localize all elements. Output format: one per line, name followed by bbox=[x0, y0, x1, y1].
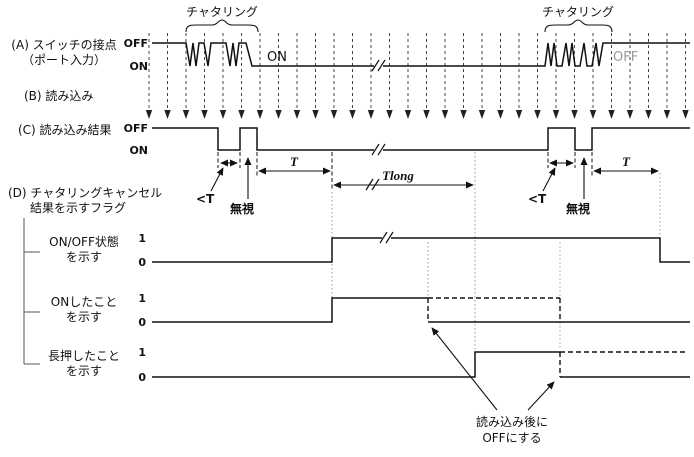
signal-off-text: OFF bbox=[613, 50, 638, 65]
break-a-1 bbox=[371, 59, 380, 72]
flag1-label-line2: を示す bbox=[66, 250, 102, 264]
break-c-2 bbox=[377, 143, 386, 156]
lt-left-label: <T bbox=[196, 192, 215, 206]
break-flag1-1 bbox=[379, 231, 388, 244]
flag3-label-line1: 長押したこと bbox=[48, 349, 120, 363]
break-flag1-2 bbox=[385, 231, 394, 244]
annotation-line1: 読み込み後に bbox=[476, 414, 548, 429]
flag3-waveform-dashed bbox=[559, 351, 688, 377]
sampling-lines bbox=[148, 33, 686, 110]
flag2-label-line1: ONしたこと bbox=[51, 295, 117, 309]
flag2-label-line2: を示す bbox=[66, 310, 102, 324]
lt-left-pointer bbox=[210, 167, 224, 192]
annotation-arrow-flag2 bbox=[431, 327, 498, 411]
flag3-waveform bbox=[152, 351, 690, 378]
signal-on-text: ON bbox=[267, 50, 287, 65]
flag3-zero-level: 0 bbox=[138, 371, 146, 384]
row-d-label-line2: 結果を示すフラグ bbox=[30, 201, 126, 215]
row-c-label: (C) 読み込み結果 bbox=[18, 122, 112, 137]
flag2-waveform-dashed bbox=[427, 297, 561, 322]
flag2-waveform bbox=[152, 297, 690, 323]
flag3-one-level: 1 bbox=[138, 346, 146, 359]
flag1-label-line1: ON/OFF状態 bbox=[49, 234, 119, 249]
flag2-zero-level: 0 bbox=[138, 316, 146, 329]
c-off-level: OFF bbox=[124, 122, 148, 135]
row-a-label-line2: （ポート入力） bbox=[22, 53, 106, 67]
ignore-left-label: 無視 bbox=[230, 201, 254, 216]
chattering-label-left: チャタリング bbox=[186, 5, 258, 19]
c-on-level: ON bbox=[129, 144, 148, 157]
extension-lines bbox=[217, 152, 593, 190]
annotation-line2: OFFにする bbox=[482, 431, 541, 445]
flag-group-bracket bbox=[23, 218, 40, 365]
flag3-label-line2: を示す bbox=[66, 364, 102, 378]
flag1-waveform bbox=[152, 237, 690, 263]
break-c-1 bbox=[371, 143, 380, 156]
waveform-c bbox=[152, 127, 690, 151]
lt-right-pointer bbox=[542, 167, 556, 192]
chattering-brace-left bbox=[185, 19, 259, 33]
flag2-one-level: 1 bbox=[138, 292, 146, 305]
chattering-brace-right bbox=[544, 19, 613, 33]
ignore-right-label: 無視 bbox=[566, 201, 590, 216]
waveform-a bbox=[152, 42, 690, 67]
chattering-label-right: チャタリング bbox=[542, 5, 614, 19]
lt-right-label: <T bbox=[528, 192, 547, 206]
t-right-label: T bbox=[622, 154, 631, 169]
annotation-arrow-flag3 bbox=[527, 381, 555, 411]
row-d-label-line1: (D) チャタリングキャンセル bbox=[8, 186, 162, 200]
flag1-zero-level: 0 bbox=[138, 256, 146, 269]
row-a-label-line1: (A) スイッチの接点 bbox=[11, 37, 116, 52]
flag1-one-level: 1 bbox=[138, 232, 146, 245]
tlong-label: Tlong bbox=[382, 168, 414, 183]
break-gap-c bbox=[374, 146, 383, 154]
row-b-label: (B) 読み込み bbox=[24, 88, 93, 103]
break-a-2 bbox=[377, 59, 386, 72]
a-on-level: ON bbox=[129, 60, 148, 73]
sampling-arrowheads bbox=[145, 110, 689, 119]
a-off-level: OFF bbox=[124, 37, 148, 50]
t-left-label: T bbox=[290, 154, 299, 169]
break-gap-flag1 bbox=[382, 234, 391, 242]
break-gap-a bbox=[374, 62, 383, 70]
